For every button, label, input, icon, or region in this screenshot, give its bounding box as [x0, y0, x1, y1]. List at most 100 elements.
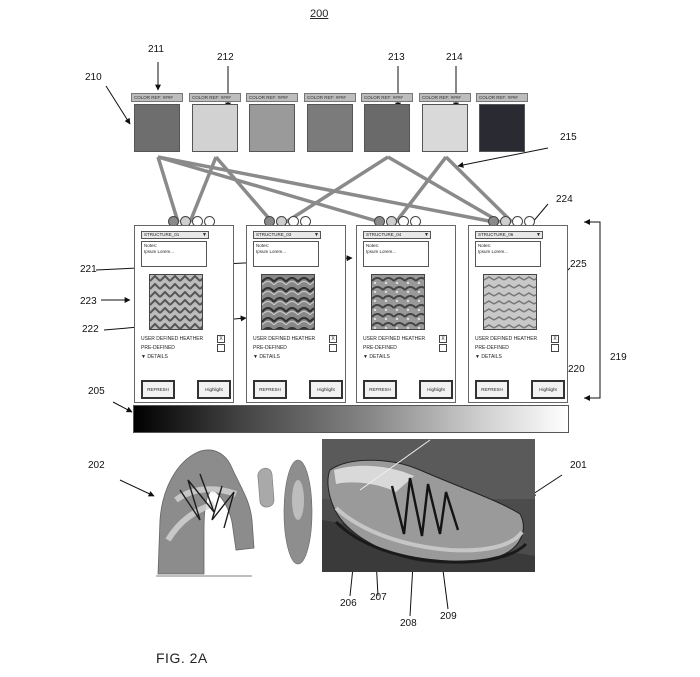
color-chip[interactable]	[192, 104, 238, 152]
color-ref-dropdown[interactable]: COLOR REF: ####	[304, 93, 356, 102]
color-chip[interactable]	[134, 104, 180, 152]
color-swatch[interactable]: COLOR REF: ####	[361, 93, 413, 157]
highlight-button[interactable]: Highlight	[419, 380, 453, 399]
color-ref-dropdown[interactable]: COLOR REF: ####	[476, 93, 528, 102]
color-chip[interactable]	[307, 104, 353, 152]
pattern-preview	[483, 274, 537, 330]
option-user-defined-heather: USER DEFINED HEATHER	[363, 336, 426, 342]
notes-text: Ipsum Lorem...	[256, 249, 287, 254]
color-ref-dropdown[interactable]: COLOR REF: ####	[189, 93, 241, 102]
color-ref-dropdown[interactable]: COLOR REF: ####	[246, 93, 298, 102]
notes-text: Ipsum Lorem...	[478, 249, 509, 254]
value-gradient-bar[interactable]	[133, 405, 569, 433]
color-chip[interactable]	[249, 104, 295, 152]
structure-panel: STRUCTURE_01 Notes: Ipsum Lorem... USER …	[134, 225, 234, 403]
heather-checkbox[interactable]: X	[217, 335, 225, 343]
color-swatch[interactable]: COLOR REF: ####	[304, 93, 356, 157]
ref-208: 208	[400, 618, 417, 629]
structure-selector[interactable]: STRUCTURE_04	[363, 231, 431, 239]
heather-checkbox[interactable]: X	[551, 335, 559, 343]
notes-title: Notes:	[478, 243, 492, 248]
ref-201: 201	[570, 460, 587, 471]
refresh-button[interactable]: REFRESH	[363, 380, 397, 399]
color-chip[interactable]	[364, 104, 410, 152]
ref-214: 214	[446, 52, 463, 63]
ref-220: 220	[568, 364, 585, 375]
notes-field[interactable]: Notes: Ipsum Lorem...	[253, 241, 319, 267]
highlight-button[interactable]: Highlight	[197, 380, 231, 399]
pattern-preview	[261, 274, 315, 330]
rendered-shoe-image	[322, 439, 535, 572]
figure-caption: FIG. 2A	[156, 650, 208, 666]
structure-selector[interactable]: STRUCTURE_01	[141, 231, 209, 239]
highlight-button[interactable]: Highlight	[531, 380, 565, 399]
color-ref-dropdown[interactable]: COLOR REF: ####	[361, 93, 413, 102]
notes-title: Notes:	[366, 243, 380, 248]
ref-225: 225	[570, 259, 587, 270]
flat-upper-pattern	[156, 449, 313, 577]
notes-title: Notes:	[144, 243, 158, 248]
color-chip[interactable]	[422, 104, 468, 152]
notes-title: Notes:	[256, 243, 270, 248]
notes-text: Ipsum Lorem...	[366, 249, 397, 254]
notes-field[interactable]: Notes: Ipsum Lorem...	[363, 241, 429, 267]
ref-223: 223	[80, 296, 97, 307]
ref-210: 210	[85, 72, 102, 83]
color-chip[interactable]	[479, 104, 525, 152]
pre-defined-checkbox[interactable]	[329, 344, 337, 352]
structure-selector[interactable]: STRUCTURE_06	[475, 231, 543, 239]
pattern-preview	[149, 274, 203, 330]
ref-212: 212	[217, 52, 234, 63]
ref-206: 206	[340, 598, 357, 609]
ref-213: 213	[388, 52, 405, 63]
connector-knobs[interactable]	[374, 214, 422, 227]
connection-lines	[156, 155, 514, 224]
pre-defined-checkbox[interactable]	[551, 344, 559, 352]
option-user-defined-heather: USER DEFINED HEATHER	[253, 336, 316, 342]
option-user-defined-heather: USER DEFINED HEATHER	[475, 336, 538, 342]
option-pre-defined: PRE-DEFINED	[475, 345, 509, 351]
notes-text: Ipsum Lorem...	[144, 249, 175, 254]
refresh-button[interactable]: REFRESH	[141, 380, 175, 399]
pre-defined-checkbox[interactable]	[217, 344, 225, 352]
color-ref-dropdown[interactable]: COLOR REF: ####	[131, 93, 183, 102]
notes-field[interactable]: Notes: Ipsum Lorem...	[475, 241, 541, 267]
details-toggle[interactable]: ▼ DETAILS	[363, 354, 390, 360]
refresh-button[interactable]: REFRESH	[475, 380, 509, 399]
heather-checkbox[interactable]: X	[439, 335, 447, 343]
refresh-button[interactable]: REFRESH	[253, 380, 287, 399]
ref-205: 205	[88, 386, 105, 397]
notes-field[interactable]: Notes: Ipsum Lorem...	[141, 241, 207, 267]
color-swatch[interactable]: COLOR REF: ####	[419, 93, 471, 157]
ref-221: 221	[80, 264, 97, 275]
pattern-preview	[371, 274, 425, 330]
color-swatch[interactable]: COLOR REF: ####	[189, 93, 241, 157]
highlight-button[interactable]: Highlight	[309, 380, 343, 399]
option-pre-defined: PRE-DEFINED	[253, 345, 287, 351]
ref-202: 202	[88, 460, 105, 471]
structure-panel: STRUCTURE_03 Notes: Ipsum Lorem... USER …	[246, 225, 346, 403]
ref-219: 219	[610, 352, 627, 363]
pre-defined-checkbox[interactable]	[439, 344, 447, 352]
color-swatch[interactable]: COLOR REF: ####	[131, 93, 183, 157]
connector-knobs[interactable]	[264, 214, 312, 227]
color-ref-dropdown[interactable]: COLOR REF: ####	[419, 93, 471, 102]
option-user-defined-heather: USER DEFINED HEATHER	[141, 336, 204, 342]
connector-knobs[interactable]	[488, 214, 536, 227]
details-toggle[interactable]: ▼ DETAILS	[253, 354, 280, 360]
figure-number: 200	[310, 8, 329, 20]
details-toggle[interactable]: ▼ DETAILS	[475, 354, 502, 360]
ref-207: 207	[370, 592, 387, 603]
connector-knobs[interactable]	[168, 214, 216, 227]
structure-panel: STRUCTURE_04 Notes: Ipsum Lorem... USER …	[356, 225, 456, 403]
ref-222: 222	[82, 324, 99, 335]
details-toggle[interactable]: ▼ DETAILS	[141, 354, 168, 360]
heather-checkbox[interactable]: X	[329, 335, 337, 343]
color-swatch[interactable]: COLOR REF: ####	[476, 93, 528, 157]
ref-211: 211	[148, 44, 164, 55]
ref-215: 215	[560, 132, 577, 143]
structure-selector[interactable]: STRUCTURE_03	[253, 231, 321, 239]
color-swatch[interactable]: COLOR REF: ####	[246, 93, 298, 157]
